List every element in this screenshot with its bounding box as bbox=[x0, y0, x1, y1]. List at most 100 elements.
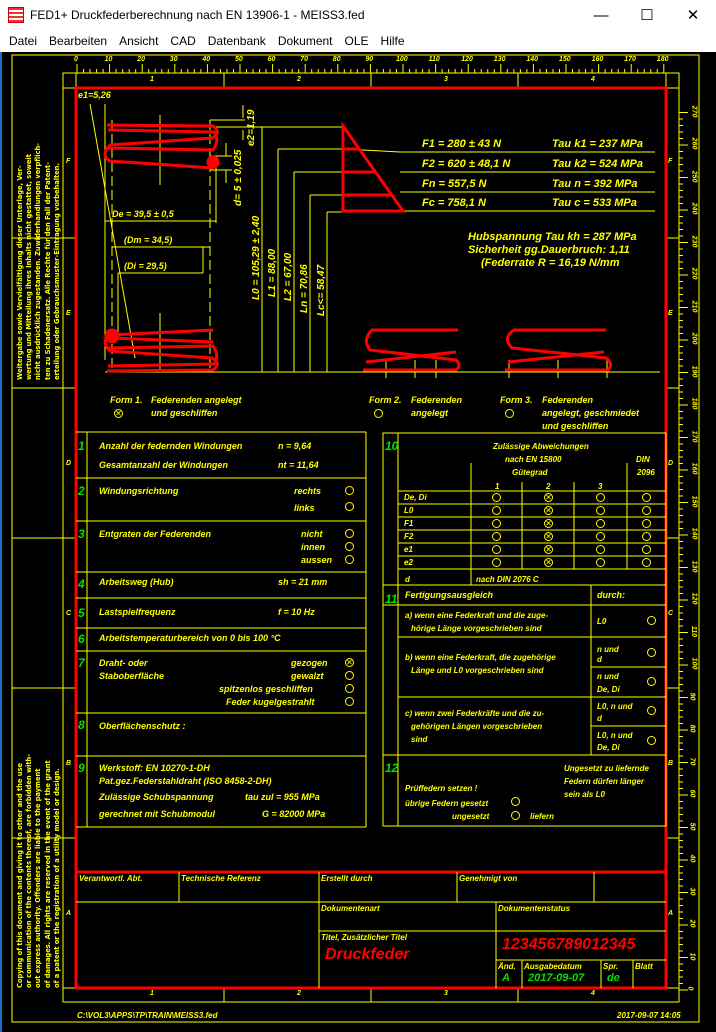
menu-ansicht[interactable]: Ansicht bbox=[119, 34, 159, 48]
option-label: links bbox=[294, 503, 315, 513]
top-ruler-label: 0 bbox=[74, 56, 78, 63]
schubmodul-value: G = 82000 MPa bbox=[262, 809, 326, 819]
ungesetzt-radio[interactable] bbox=[511, 811, 520, 820]
notice-line: of damages. All rights are reserved in t… bbox=[42, 760, 52, 988]
form2-radio[interactable] bbox=[374, 409, 383, 418]
spitzenlos-radio[interactable] bbox=[345, 684, 354, 693]
menu-cad[interactable]: CAD bbox=[170, 34, 196, 48]
right-ruler-label: 230 bbox=[690, 235, 698, 247]
tolerance-radio[interactable] bbox=[596, 519, 605, 528]
drawing-canvas[interactable] bbox=[0, 52, 716, 1032]
gewalzt-radio[interactable] bbox=[345, 671, 354, 680]
menu-datenbank[interactable]: Datenbank bbox=[207, 34, 266, 48]
form1-text: Federenden angelegt bbox=[151, 395, 242, 405]
links-radio[interactable] bbox=[345, 502, 354, 511]
right-ruler-label: 90 bbox=[688, 692, 696, 700]
tolerance-radio[interactable] bbox=[642, 519, 651, 528]
innen-radio[interactable] bbox=[345, 542, 354, 551]
maximize-button[interactable]: ☐ bbox=[640, 7, 654, 24]
tolerance-radio[interactable] bbox=[492, 493, 501, 502]
tolerance-radio[interactable] bbox=[596, 545, 605, 554]
e2-label: e2=1,19 bbox=[246, 109, 257, 146]
tolerance-radio-checked[interactable]: ✕ bbox=[544, 492, 553, 502]
menu-dokument[interactable]: Dokument bbox=[277, 34, 333, 48]
tolerance-radio[interactable] bbox=[642, 532, 651, 541]
tau-k1: Tau k1 = 237 MPa bbox=[552, 138, 644, 150]
tolerance-radio-checked[interactable]: ✕ bbox=[544, 505, 553, 515]
case-c1-radio[interactable] bbox=[647, 706, 656, 715]
tolerance-radio[interactable] bbox=[492, 532, 501, 541]
column-number-top: 1 bbox=[150, 76, 154, 83]
arbeitsweg-value: sh = 21 mm bbox=[278, 577, 328, 587]
menu-ole[interactable]: OLE bbox=[344, 34, 369, 48]
tolerance-radio[interactable] bbox=[596, 558, 605, 567]
tolerance-radio[interactable] bbox=[492, 558, 501, 567]
blatt-label: Blatt bbox=[635, 962, 653, 971]
federrate: (Federrate R = 16,19 N/mm bbox=[481, 257, 620, 269]
close-button[interactable]: ✕ bbox=[686, 7, 700, 24]
zone-letter-left: B bbox=[66, 760, 72, 767]
case-b1-radio[interactable] bbox=[647, 648, 656, 657]
menu-bearbeiten[interactable]: Bearbeiten bbox=[49, 34, 108, 48]
din-label: DIN bbox=[636, 455, 650, 464]
dimension-lines bbox=[76, 103, 660, 378]
tolerance-radio[interactable] bbox=[492, 506, 501, 515]
gesetzt-radio[interactable] bbox=[511, 797, 520, 806]
aussen-radio[interactable] bbox=[345, 555, 354, 564]
tolerance-radio-checked[interactable]: ✕ bbox=[544, 557, 553, 567]
option-label: rechts bbox=[294, 486, 322, 496]
kugelgestrahlt-radio[interactable] bbox=[345, 697, 354, 706]
tolerance-radio-checked[interactable]: ✕ bbox=[544, 531, 553, 541]
case-b2-radio[interactable] bbox=[647, 677, 656, 686]
form2-text2: angelegt bbox=[411, 408, 449, 418]
tolerance-radio-checked[interactable]: ✕ bbox=[544, 518, 553, 528]
right-ruler-label: 210 bbox=[690, 300, 698, 312]
top-ruler-label: 130 bbox=[493, 56, 506, 63]
right-ruler-label: 70 bbox=[688, 757, 696, 765]
right-ruler-label: 120 bbox=[690, 592, 698, 605]
minimize-button[interactable]: — bbox=[593, 6, 609, 24]
tolerance-radio[interactable] bbox=[642, 493, 651, 502]
guetegrad-number: 3 bbox=[598, 482, 603, 491]
nicht-radio[interactable] bbox=[345, 529, 354, 538]
form3-radio[interactable] bbox=[505, 409, 514, 418]
lastspielfrequenz-label: Lastspielfrequenz bbox=[99, 607, 176, 617]
right-ruler-label: 220 bbox=[690, 267, 698, 280]
arbeitsweg-label: Arbeitsweg (Hub) bbox=[99, 577, 174, 587]
case-c-text: gehörigen Längen vorgeschrieben bbox=[411, 722, 543, 731]
rechts-radio[interactable] bbox=[345, 486, 354, 495]
zone-letter-left: D bbox=[66, 460, 72, 467]
zone-letter-right: B bbox=[668, 760, 674, 767]
column-number-bottom: 3 bbox=[444, 990, 448, 997]
case-a-radio[interactable] bbox=[647, 616, 656, 625]
tolerance-radio[interactable] bbox=[596, 493, 605, 502]
aenderung-value: A bbox=[502, 972, 510, 984]
tolerance-radio[interactable] bbox=[642, 506, 651, 515]
durch-label: durch: bbox=[597, 590, 625, 600]
top-ruler-label: 150 bbox=[559, 56, 571, 63]
tolerance-radio[interactable] bbox=[596, 532, 605, 541]
tolerance-radio[interactable] bbox=[642, 545, 651, 554]
top-ruler-label: 170 bbox=[624, 56, 636, 63]
d-value: nach DIN 2076 C bbox=[476, 575, 539, 584]
case-c2-radio[interactable] bbox=[647, 736, 656, 745]
gezogen-radio-checked[interactable]: ✕ bbox=[345, 657, 354, 667]
right-ruler-label: 250 bbox=[690, 170, 698, 182]
tolerance-radio-checked[interactable]: ✕ bbox=[544, 544, 553, 554]
sprache-label: Spr. bbox=[603, 962, 619, 971]
gesetzt-label: übrige Federn gesetzt bbox=[405, 799, 489, 808]
form1-radio-checked[interactable]: ✕ bbox=[114, 408, 123, 418]
right-ruler-label: 40 bbox=[688, 854, 696, 863]
tolerance-radio[interactable] bbox=[642, 558, 651, 567]
menu-hilfe[interactable]: Hilfe bbox=[380, 34, 405, 48]
tolerance-radio[interactable] bbox=[492, 545, 501, 554]
menu-datei[interactable]: Datei bbox=[9, 34, 38, 48]
inner-diameter-label: (Di = 29,5) bbox=[124, 261, 167, 271]
techref-label: Technische Referenz bbox=[181, 874, 261, 883]
top-ruler-label: 90 bbox=[365, 56, 374, 63]
form2-label: Form 2. bbox=[369, 395, 402, 405]
ungesetzt-label: ungesetzt bbox=[452, 812, 490, 821]
tolerance-radio[interactable] bbox=[492, 519, 501, 528]
tolerance-radio[interactable] bbox=[596, 506, 605, 515]
